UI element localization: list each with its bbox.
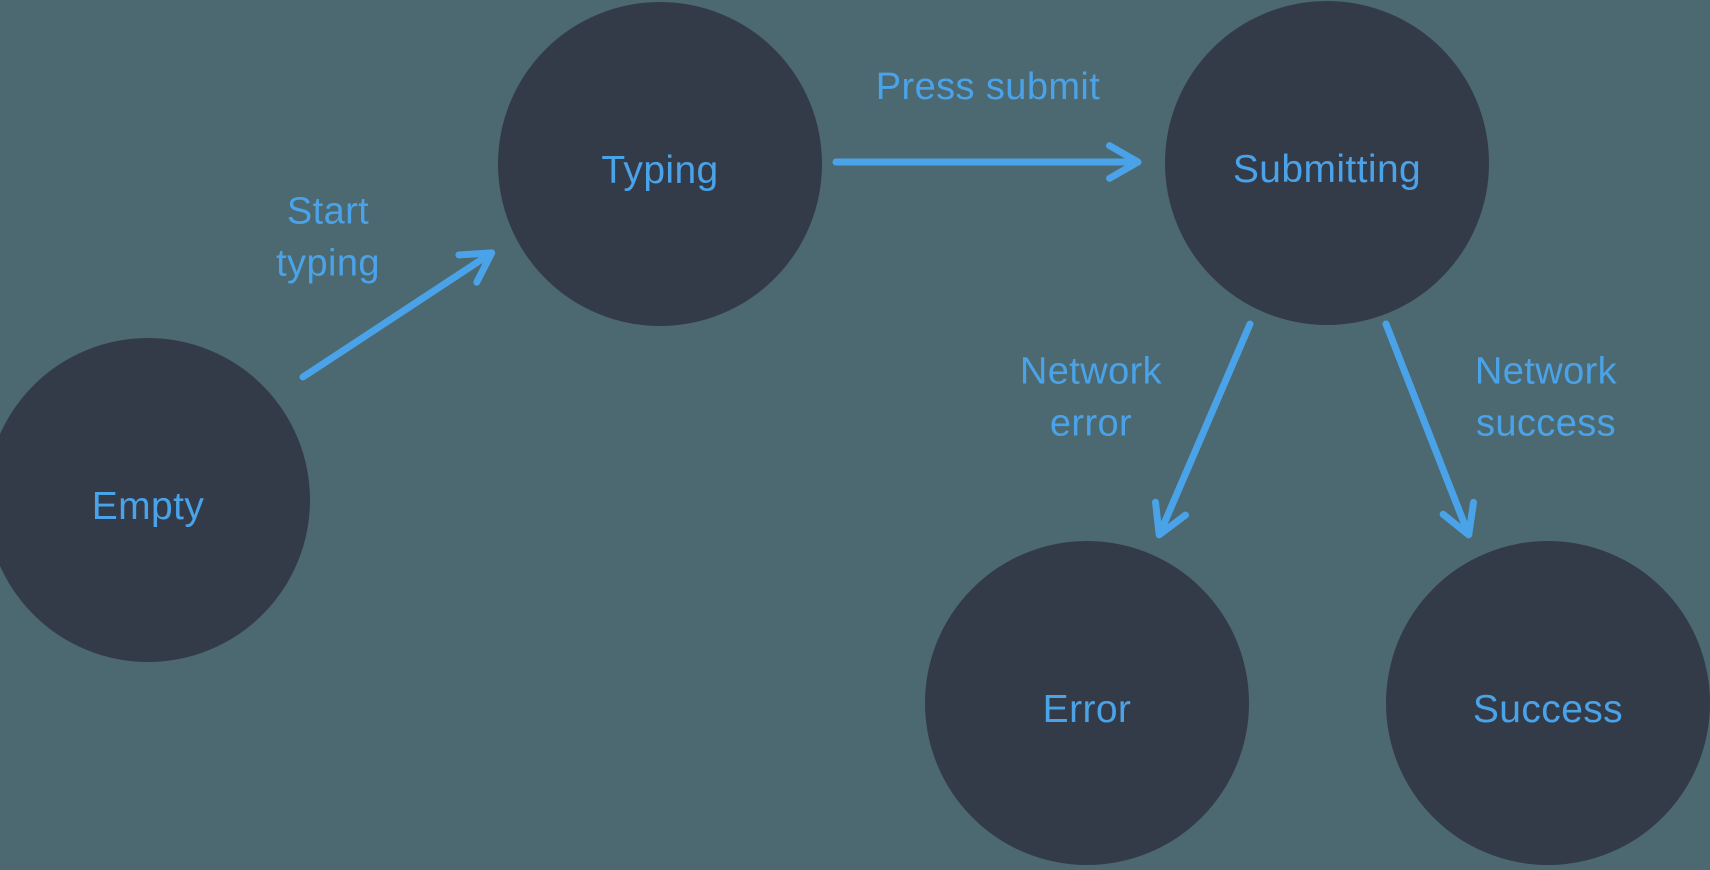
state-label-submitting: Submitting: [1232, 148, 1422, 191]
edge-label-network-error: Network error: [1019, 350, 1163, 445]
edge-label-network-success: Network success: [1474, 350, 1618, 445]
state-label-error: Error: [1042, 688, 1132, 731]
state-node-submitting: Submitting: [1165, 1, 1489, 325]
edge-label-press-submit: Press submit: [875, 65, 1101, 108]
state-label-success: Success: [1472, 688, 1624, 731]
edge-arrow-start-typing: [299, 249, 496, 381]
state-label-typing: Typing: [601, 149, 719, 192]
state-node-error: Error: [925, 541, 1249, 865]
edge-arrow-network-error: [1152, 320, 1254, 539]
state-node-success: Success: [1386, 541, 1710, 865]
state-label-empty: Empty: [91, 485, 205, 528]
state-node-empty: Empty: [0, 338, 310, 662]
edge-arrow-network-success: [1382, 320, 1477, 539]
edge-label-start-typing: Start typing: [276, 190, 380, 285]
state-node-typing: Typing: [498, 2, 822, 326]
